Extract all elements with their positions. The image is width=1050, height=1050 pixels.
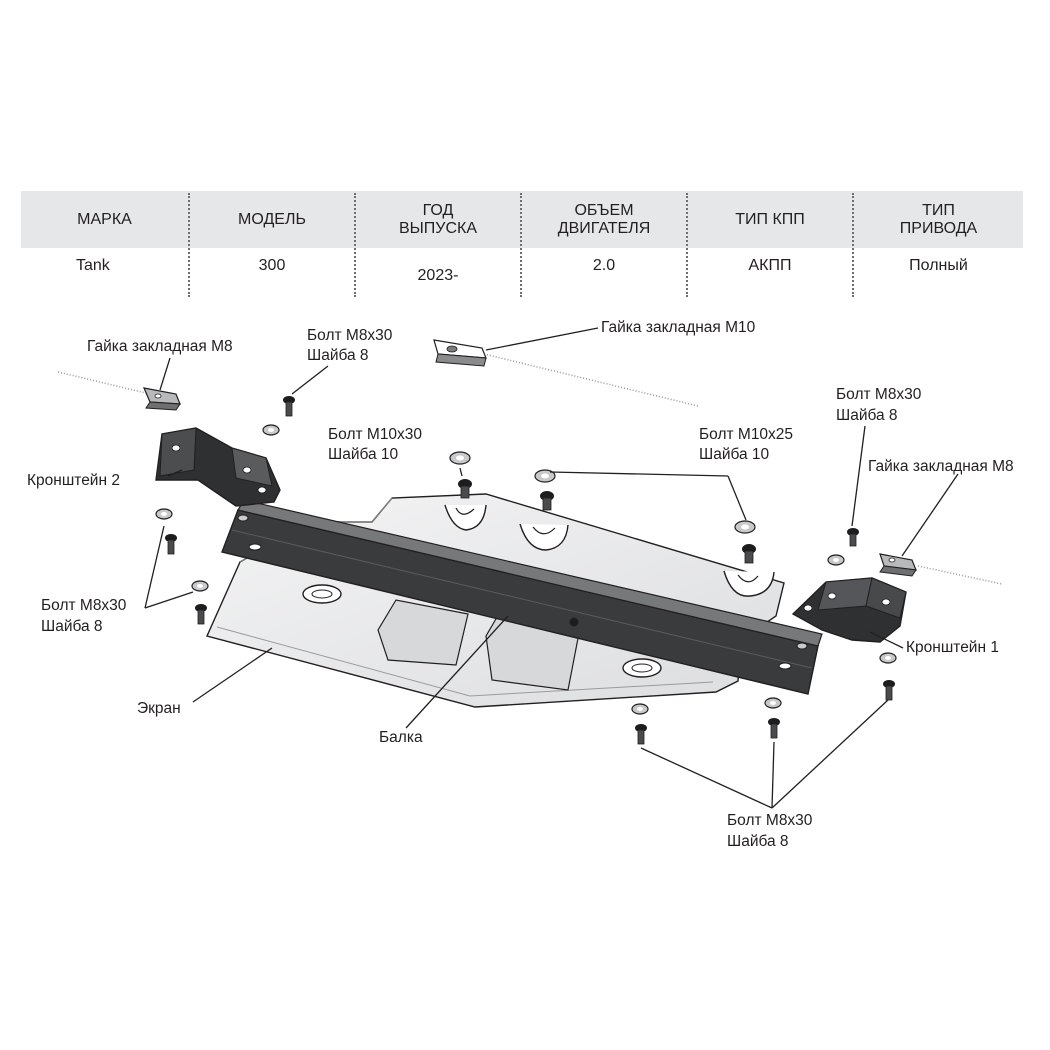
label-nut-m8-left: Гайка закладная М8 xyxy=(87,338,233,355)
table-header-brand: МАРКА xyxy=(77,210,132,228)
table-divider xyxy=(354,193,356,297)
bolt xyxy=(847,528,859,547)
table-divider xyxy=(686,193,688,297)
cross-beam xyxy=(221,499,823,695)
table-divider xyxy=(520,193,522,297)
label-bolt-m8-top-right: Болт М8х30 xyxy=(836,386,922,403)
label-washer-8-left: Шайба 8 xyxy=(41,618,103,635)
insert-nut-m10 xyxy=(433,339,699,407)
insert-nut-m8-right xyxy=(879,553,1003,585)
table-value-model: 300 xyxy=(258,257,286,274)
washer xyxy=(262,424,280,436)
table-column-brand: МАРКА Tank xyxy=(21,191,188,299)
washer xyxy=(534,469,556,483)
washer xyxy=(155,508,173,520)
bolt xyxy=(635,724,647,745)
table-column-drive: ТИП ПРИВОДА Полный xyxy=(854,191,1023,299)
table-value-year: 2023- xyxy=(417,267,459,284)
table-column-gearbox: ТИП КПП АКПП xyxy=(688,191,852,299)
table-header-engine: ОБЪЕМ ДВИГАТЕЛЯ xyxy=(557,201,651,237)
bolt xyxy=(458,479,472,499)
washer xyxy=(631,703,649,715)
beam-hole xyxy=(796,642,808,650)
oval-hole xyxy=(302,584,342,604)
beam-bolt xyxy=(569,617,579,627)
bolt xyxy=(540,491,554,511)
label-beam: Балка xyxy=(379,729,423,746)
label-washer-8-bottom: Шайба 8 xyxy=(727,833,789,850)
label-bracket-1: Кронштейн 1 xyxy=(906,639,999,656)
table-column-year: ГОД ВЫПУСКА 2023- xyxy=(356,191,520,299)
bolt xyxy=(883,680,895,701)
label-bolt-m8-bottom: Болт М8х30 xyxy=(727,812,813,829)
insert-nut-m8-left xyxy=(57,371,181,411)
label-nut-m8-right: Гайка закладная М8 xyxy=(868,458,1014,475)
washer xyxy=(879,652,897,664)
label-nut-m10: Гайка закладная М10 xyxy=(601,319,756,336)
bracket-1 xyxy=(791,577,907,643)
table-header-drive: ТИП ПРИВОДА xyxy=(899,201,978,237)
beam-hole xyxy=(778,662,792,670)
beam-hole xyxy=(237,514,249,522)
leader-lines xyxy=(144,327,959,809)
washer xyxy=(827,554,845,566)
label-bracket-2: Кронштейн 2 xyxy=(27,472,120,489)
label-bolt-m10x30: Болт М10х30 xyxy=(328,426,422,443)
oval-hole xyxy=(622,658,662,678)
label-bolt-m8-top-left: Болт М8х30 xyxy=(307,327,393,344)
slot-hole xyxy=(444,504,487,531)
spec-table: МАРКА Tank МОДЕЛЬ 300 ГОД ВЫПУСКА 2023- … xyxy=(21,191,1023,299)
label-screen: Экран xyxy=(137,700,181,717)
table-header-model: МОДЕЛЬ xyxy=(238,210,306,228)
table-value-drive: Полный xyxy=(909,257,968,274)
table-divider xyxy=(852,193,854,297)
table-header-gearbox: ТИП КПП xyxy=(735,210,805,228)
washer xyxy=(734,520,756,534)
table-value-engine: 2.0 xyxy=(592,257,616,274)
bracket-2 xyxy=(155,427,281,507)
table-value-gearbox: АКПП xyxy=(748,257,792,274)
label-washer-8-top-left: Шайба 8 xyxy=(307,347,369,364)
label-washer-10-right: Шайба 10 xyxy=(699,446,770,463)
slot-hole xyxy=(519,523,569,551)
bolt xyxy=(165,534,177,555)
bolt xyxy=(195,604,207,625)
table-column-engine: ОБЪЕМ ДВИГАТЕЛЯ 2.0 xyxy=(522,191,686,299)
label-washer-10-left: Шайба 10 xyxy=(328,446,399,463)
bolt xyxy=(742,544,756,564)
washer xyxy=(449,451,471,465)
washer xyxy=(191,580,209,592)
bolt xyxy=(283,396,295,417)
table-column-model: МОДЕЛЬ 300 xyxy=(190,191,354,299)
table-value-brand: Tank xyxy=(76,257,110,274)
label-washer-8-top-right: Шайба 8 xyxy=(836,407,898,424)
slot-hole xyxy=(723,570,775,597)
table-header-year: ГОД ВЫПУСКА xyxy=(398,201,478,237)
label-bolt-m10x25: Болт М10х25 xyxy=(699,426,793,443)
bolt xyxy=(768,718,780,739)
label-bolt-m8-left: Болт М8х30 xyxy=(41,597,127,614)
washer xyxy=(764,697,782,709)
table-divider xyxy=(188,193,190,297)
beam-hole xyxy=(248,543,262,551)
